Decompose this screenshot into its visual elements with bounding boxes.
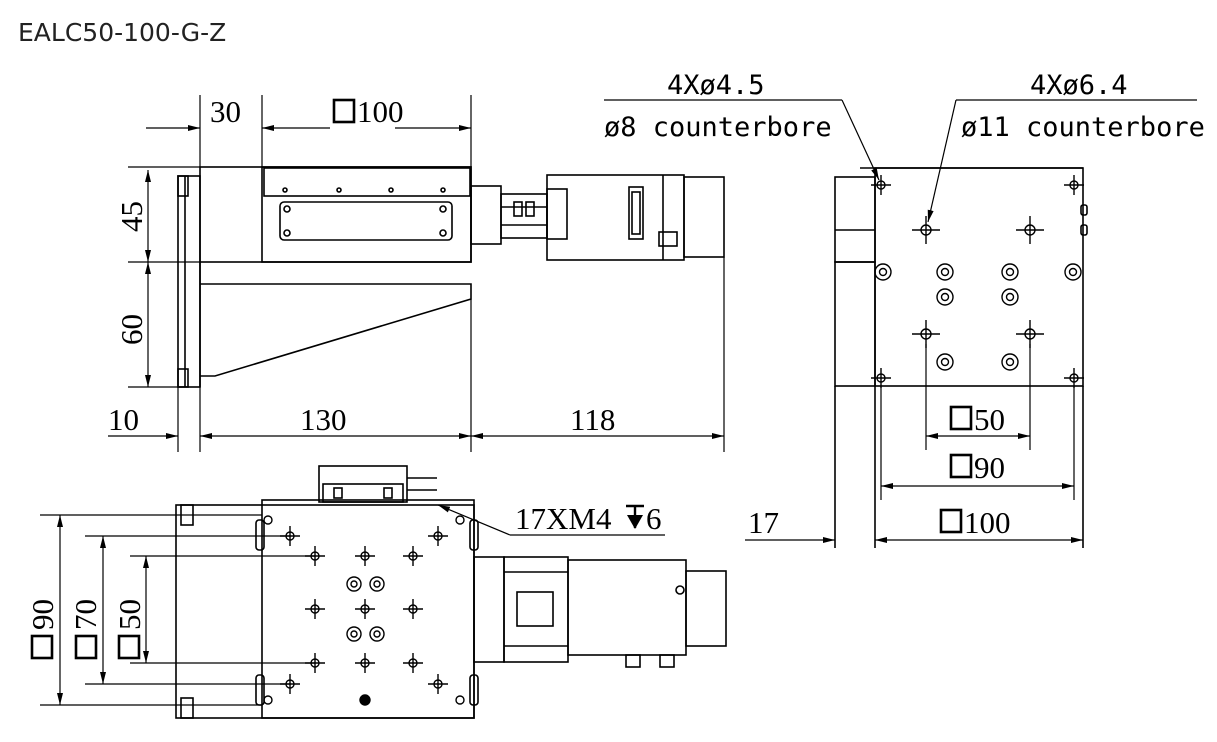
top-view-dimensions (40, 504, 665, 706)
dim-10: 10 (108, 402, 139, 437)
dim-45: 45 (114, 201, 149, 232)
dim-118: 118 (570, 402, 615, 437)
dim-130: 130 (300, 402, 347, 437)
crosshair-hole (263, 515, 465, 705)
dim-90: 90 (25, 599, 60, 630)
top-view-holes (263, 515, 465, 706)
front-view-dimensions (108, 95, 725, 452)
dim-50: 50 (112, 599, 147, 630)
side-view-dim-text: 4Xø4.5 ø8 counterbore 4Xø6.4 ø11 counter… (604, 70, 1205, 540)
side-view-dimensions (604, 99, 1197, 543)
square-symbol (74, 634, 98, 660)
dim-square-50: 50 (974, 402, 1005, 437)
top-view (175, 465, 727, 719)
square-symbol (332, 98, 356, 124)
hole-a-spec: 4Xø4.5 (667, 70, 765, 101)
drawing-title: EALC50-100-G-Z (18, 18, 227, 47)
side-view-holes (871, 175, 1084, 388)
dim-60: 60 (114, 314, 149, 345)
square-symbol (949, 405, 973, 431)
square-symbol (117, 634, 141, 660)
hole-b-counterbore: ø11 counterbore (961, 112, 1205, 143)
square-symbol (949, 453, 973, 479)
dim-100: 100 (357, 94, 404, 129)
thread-callout: 17XM4 (515, 501, 612, 536)
square-symbol (939, 508, 963, 534)
front-view-dim-text: 30 100 45 60 10 130 118 (108, 94, 615, 437)
dim-30: 30 (210, 94, 241, 129)
front-view (177, 166, 725, 388)
thread-depth: 6 (646, 501, 662, 536)
dim-square-90: 90 (974, 450, 1005, 485)
hole-a-counterbore: ø8 counterbore (604, 112, 832, 143)
side-view (834, 167, 1088, 548)
dim-square-100: 100 (964, 505, 1011, 540)
dim-70: 70 (68, 599, 103, 630)
depth-symbol-icon (626, 504, 644, 529)
hole-b-spec: 4Xø6.4 (1030, 70, 1128, 101)
square-symbol (30, 634, 54, 660)
dim-17: 17 (748, 505, 779, 540)
top-view-dim-text: 90 70 50 17XM4 6 (25, 501, 662, 660)
